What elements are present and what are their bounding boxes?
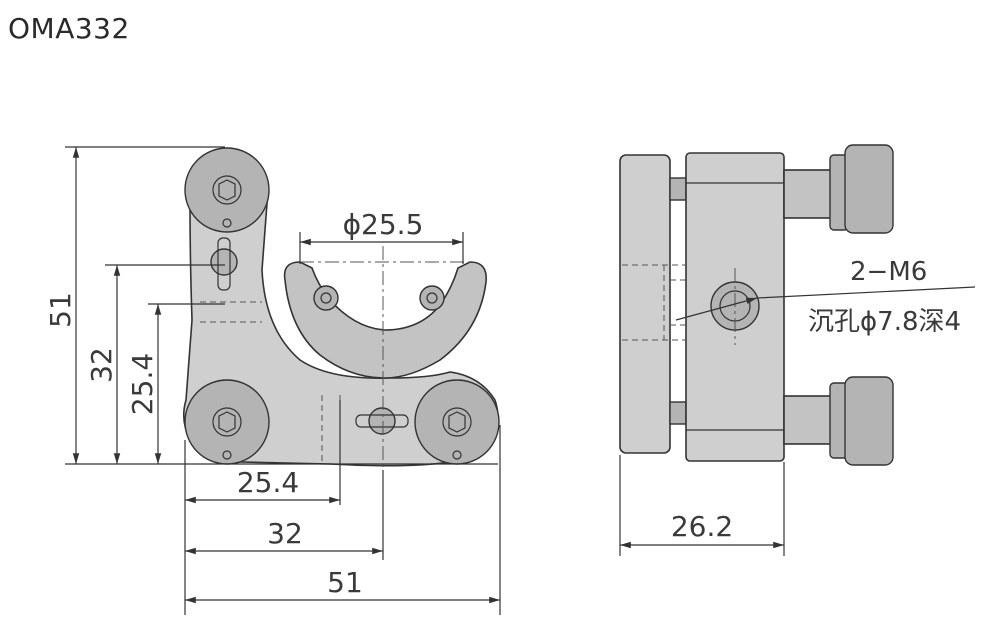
side-knob-bottom	[844, 376, 894, 466]
dim-depth-26-2: 26.2	[671, 510, 733, 543]
model-title: OMA332	[8, 12, 130, 45]
top-knob	[184, 147, 270, 233]
side-connector-top	[669, 177, 687, 201]
dim-height-51: 51	[44, 292, 77, 328]
side-front-plate	[619, 154, 671, 454]
dim-bore-diameter: ϕ25.5	[343, 208, 424, 241]
clamp-screw-left	[313, 285, 339, 311]
side-view: 2−M6 沉孔ϕ7.8深4 26.2	[619, 144, 976, 556]
dim-height-32: 32	[85, 347, 118, 383]
side-shaft-top	[783, 169, 833, 219]
pivot-screw-lower	[368, 407, 396, 435]
thread-note: 2−M6	[850, 257, 927, 287]
dim-width-51: 51	[327, 566, 363, 599]
dim-width-25-4: 25.4	[237, 466, 299, 499]
clamp-horseshoe	[283, 261, 487, 379]
clamp-screw-right	[419, 285, 445, 311]
side-shaft-bottom	[783, 395, 833, 445]
side-knob-top	[844, 144, 894, 234]
dim-height-25-4: 25.4	[126, 353, 159, 415]
dim-width-32: 32	[267, 517, 303, 550]
front-view: 51 32 25.4 ϕ25.5 25.4 32 51	[44, 146, 501, 615]
side-connector-bottom	[669, 401, 687, 425]
pivot-screw-upper	[210, 248, 238, 276]
counterbore-note: 沉孔ϕ7.8深4	[808, 307, 961, 337]
